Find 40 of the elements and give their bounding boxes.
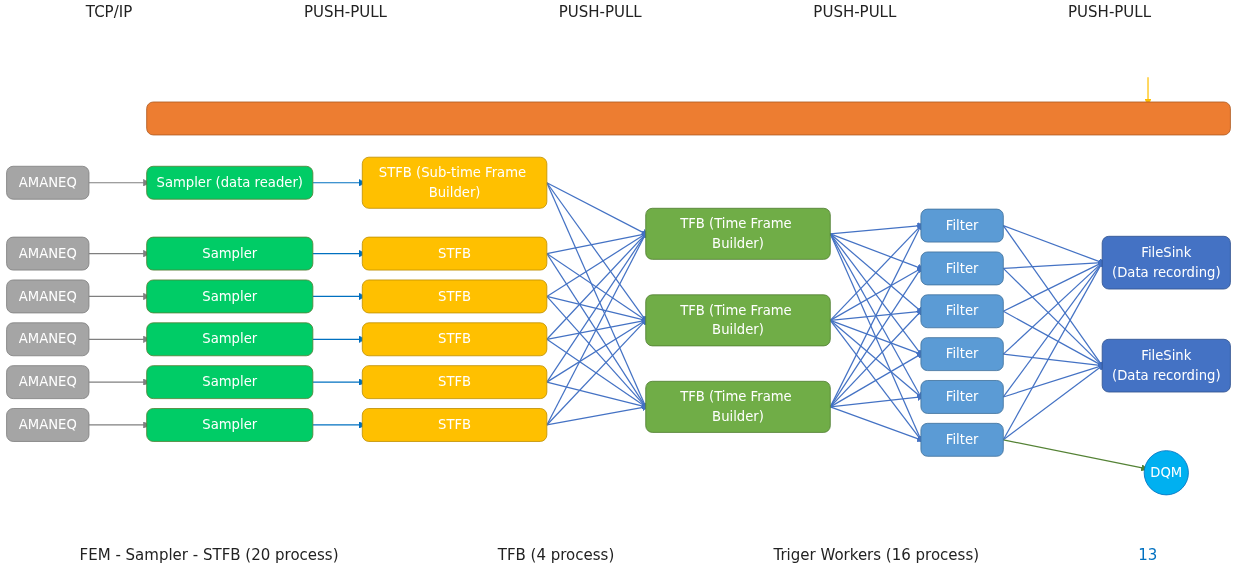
process-box: STFB [361, 408, 548, 442]
annotation-text: Triger Workers (16 process) [773, 546, 980, 564]
process-box: AMANEQ [6, 279, 90, 314]
process-box: Sampler [146, 236, 314, 271]
process-box: AMANEQ [6, 236, 90, 271]
process-box: Sampler [146, 322, 314, 357]
process-box: FileSink (Data recording) [1101, 235, 1231, 290]
process-box: Filter [920, 294, 1004, 329]
process-box: Filter [920, 380, 1004, 414]
process-box: Sampler [146, 365, 314, 400]
process-box: FileSink (Data recording) [1101, 338, 1231, 393]
process-box: Filter [920, 337, 1004, 371]
process-box: Filter [920, 422, 1004, 457]
process-box: TFB (Time Frame Builder) [645, 380, 831, 433]
process-box: STFB [361, 365, 548, 400]
process-box: Sampler [146, 408, 314, 442]
annotation-text: TFB (4 process) [497, 546, 615, 564]
process-box: Filter [920, 251, 1004, 286]
process-box: TFB (Time Frame Builder) [645, 207, 831, 260]
annotation-text: PUSH-PULL [558, 3, 642, 21]
process-box: AMANEQ [6, 365, 90, 400]
process-box: AMANEQ [6, 165, 90, 200]
annotation-text: PUSH-PULL [303, 3, 387, 21]
annotation-text: FEM - Sampler - STFB (20 process) [79, 546, 339, 564]
process-box: AMANEQ [6, 322, 90, 357]
bus-bar [146, 101, 1231, 136]
process-box: Sampler [146, 279, 314, 314]
annotation-text: PUSH-PULL [1068, 3, 1152, 21]
process-box: STFB [361, 279, 548, 314]
process-box: Filter [920, 208, 1004, 243]
process-box: AMANEQ [6, 408, 90, 442]
process-box: STFB [361, 322, 548, 357]
page-number: 13 [1138, 546, 1158, 564]
annotation-text: PUSH-PULL [813, 3, 897, 21]
ellipse-node: DQM [1143, 450, 1189, 496]
annotation-text: TCP/IP [85, 3, 133, 21]
process-box: STFB [361, 236, 548, 271]
process-box: Sampler (data reader) [146, 165, 314, 200]
process-box: STFB (Sub-time Frame Builder) [361, 156, 548, 209]
process-box: TFB (Time Frame Builder) [645, 294, 831, 347]
